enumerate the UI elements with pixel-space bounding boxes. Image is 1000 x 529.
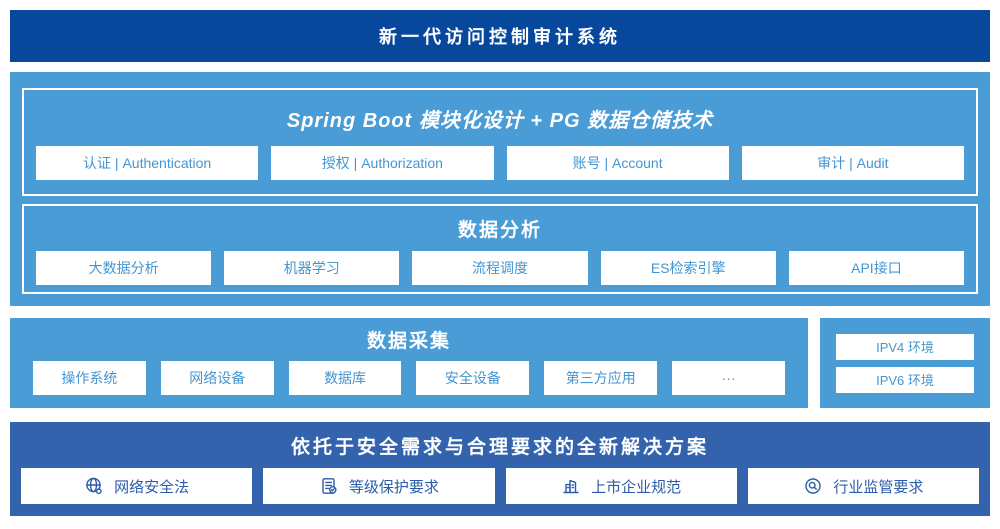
modules-row: 认证 | Authentication 授权 | Authorization 账… (24, 146, 976, 180)
diagram-title-banner: 新一代访问控制审计系统 (10, 10, 990, 62)
collection-box-third-party: 第三方应用 (544, 361, 658, 395)
collection-box-database: 数据库 (288, 361, 402, 395)
platform-section: Spring Boot 模块化设计 + PG 数据仓储技术 认证 | Authe… (10, 72, 990, 306)
building-icon (563, 479, 579, 494)
collection-box-more: ··· (672, 361, 785, 395)
solution-box-label: 上市企业规范 (591, 478, 682, 496)
solution-box-listed-company: 上市企业规范 (505, 468, 737, 504)
module-box-authentication: 认证 | Authentication (36, 146, 259, 180)
document-check-icon (322, 478, 337, 494)
solution-title: 依托于安全需求与合理要求的全新解决方案 (290, 437, 709, 458)
magnifier-badge-icon (805, 478, 822, 494)
diagram-title: 新一代访问控制审计系统 (379, 27, 621, 47)
analysis-box-api: API接口 (788, 251, 965, 285)
solution-box-cybersecurity-law: 网络安全法 (21, 468, 253, 504)
solution-box-label: 行业监管要求 (833, 478, 924, 496)
env-box-ipv6: IPV6 环境 (836, 366, 974, 393)
collection-section: 数据采集 操作系统 网络设备 数据库 安全设备 第三方应用 ··· (10, 318, 808, 408)
collection-box-network-device: 网络设备 (160, 361, 274, 395)
environments-panel: IPV4 环境 IPV6 环境 (820, 318, 990, 408)
module-box-account: 账号 | Account (506, 146, 729, 180)
collection-box-security-device: 安全设备 (416, 361, 530, 395)
solution-box-classified-protection: 等级保护要求 (263, 468, 495, 504)
modules-layer: Spring Boot 模块化设计 + PG 数据仓储技术 认证 | Authe… (22, 88, 978, 196)
collection-row: 操作系统 网络设备 数据库 安全设备 第三方应用 ··· (10, 361, 808, 395)
module-box-audit: 审计 | Audit (741, 146, 964, 180)
analysis-layer-title: 数据分析 (457, 220, 542, 241)
analysis-row: 大数据分析 机器学习 流程调度 ES检索引擎 API接口 (24, 251, 976, 285)
solution-section: 依托于安全需求与合理要求的全新解决方案 网络安全法 (10, 422, 990, 516)
solution-row: 网络安全法 等级保护要求 (10, 468, 990, 504)
analysis-box-machine-learning: 机器学习 (224, 251, 400, 285)
analysis-box-bigdata: 大数据分析 (36, 251, 212, 285)
solution-box-label: 网络安全法 (114, 478, 190, 496)
module-box-authorization: 授权 | Authorization (271, 146, 494, 180)
collection-title: 数据采集 (366, 331, 451, 352)
collection-box-os: 操作系统 (33, 361, 146, 395)
analysis-box-workflow: 流程调度 (412, 251, 588, 285)
globe-icon (86, 477, 102, 495)
solution-box-label: 等级保护要求 (348, 478, 439, 496)
solution-box-industry-regulation: 行业监管要求 (747, 468, 979, 504)
modules-layer-title: Spring Boot 模块化设计 + PG 数据仓储技术 (286, 110, 714, 132)
analysis-box-es-search: ES检索引擎 (600, 251, 776, 285)
env-box-ipv4: IPV4 环境 (836, 333, 974, 360)
analysis-layer: 数据分析 大数据分析 机器学习 流程调度 ES检索引擎 API接口 (22, 204, 978, 294)
